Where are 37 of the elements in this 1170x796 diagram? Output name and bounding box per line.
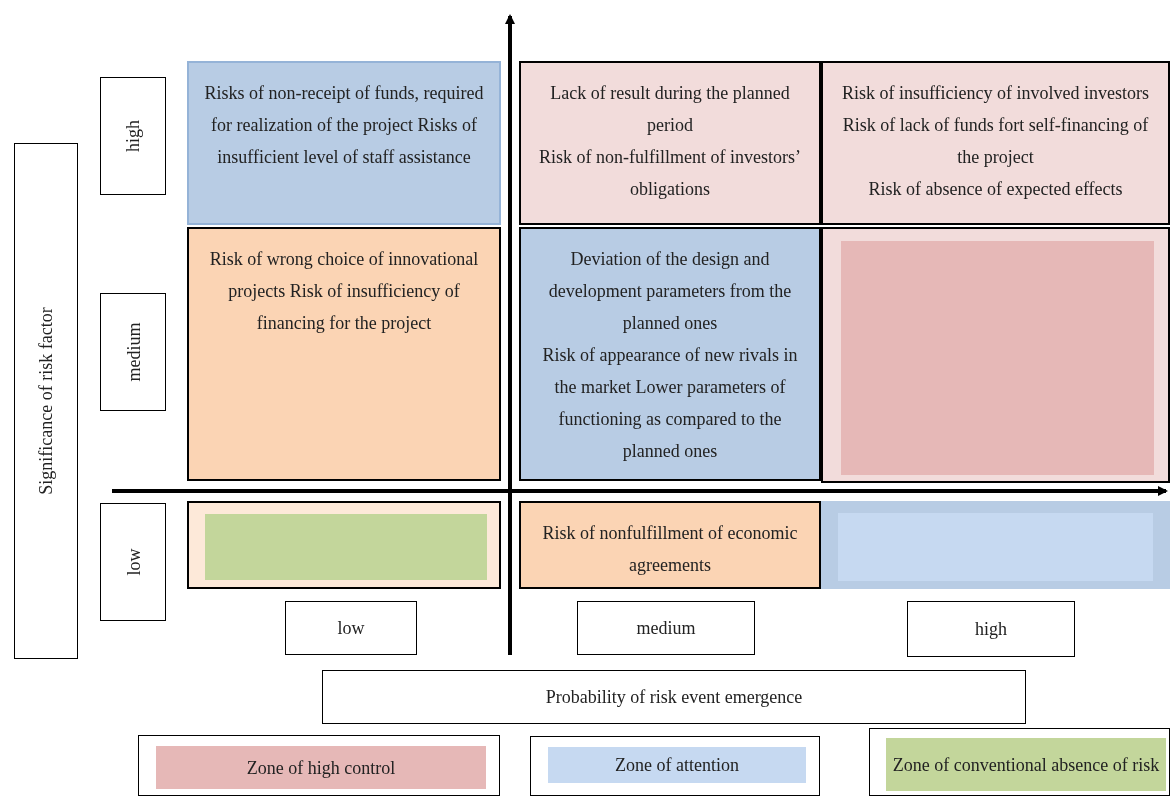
axis-label: high — [122, 120, 144, 152]
axis-label: low — [337, 617, 365, 640]
risk-text: Lack of result during the planned period — [549, 82, 791, 137]
axis-label-box — [907, 601, 1075, 657]
risk-text: Risk of non-fulfillment of investors’ obligations — [538, 146, 802, 201]
risk-text: Risk of absence of expected effects — [867, 178, 1124, 201]
axis-label-box — [100, 77, 166, 195]
zone-cell — [821, 227, 1170, 483]
legend-label: Zone of attention — [615, 754, 739, 777]
axis-label: high — [975, 618, 1007, 641]
axis-label-box — [14, 143, 78, 659]
axis-label: low — [122, 548, 144, 576]
risk-text: Risk of nonfulfillment of economic agreements — [541, 522, 799, 577]
axis-label-box — [322, 670, 1026, 724]
axis-label-box — [100, 503, 166, 621]
risk-cell — [519, 501, 821, 589]
risk-cell — [519, 61, 821, 225]
risk-text: Risk of appearance of new rivals in the market Lower parameters of functioning as compared to the planned ones — [541, 344, 799, 463]
risk-cell — [519, 227, 821, 481]
risk-text: Risk of insufficiency of involved investors Risk of lack of funds fort self-financing of the project — [840, 82, 1151, 169]
axis-label-box — [285, 601, 417, 655]
risk-text: Risks of non-receipt of funds, required for realization of the project Risks of insufficient level of staff assistance — [203, 82, 485, 169]
axis-label-box — [577, 601, 755, 655]
zone-cell — [821, 501, 1170, 589]
axis-label: Significance of risk factor — [35, 307, 57, 495]
risk-text: Deviation of the design and development parameters from the planned ones — [547, 248, 793, 335]
legend-label: Zone of high control — [246, 756, 396, 780]
risk-cell — [187, 227, 501, 481]
risk-cell — [821, 61, 1170, 225]
risk-cell — [187, 61, 501, 225]
axis-label: Probability of risk event emergence — [545, 686, 803, 709]
axis-label: medium — [636, 617, 696, 640]
axis-label: medium — [122, 322, 144, 382]
axis-label-box — [100, 293, 166, 411]
zone-cell — [187, 501, 501, 589]
risk-text: Risk of wrong choice of innovational projects Risk of insufficiency of financing for the project — [208, 248, 480, 335]
legend-label: Zone of conventional absence of risk — [892, 753, 1160, 777]
